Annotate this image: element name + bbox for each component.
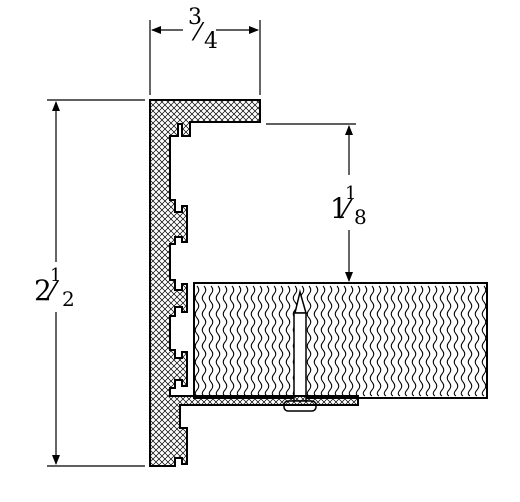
dimension-total-height-numerator: 1 bbox=[50, 265, 61, 286]
wood-grain-line bbox=[257, 285, 263, 397]
trim-profile bbox=[149, 99, 359, 467]
wood-grain-line bbox=[320, 285, 326, 397]
wood-grain-line bbox=[341, 285, 347, 397]
wood-grain-line bbox=[432, 285, 438, 397]
wood-grain-line bbox=[285, 285, 291, 397]
wood-grain-line bbox=[362, 285, 368, 397]
wood-grain-line bbox=[194, 285, 200, 397]
wood-grain-line bbox=[460, 285, 466, 397]
wood-grain-line bbox=[397, 285, 403, 397]
wood-grain-line bbox=[404, 285, 410, 397]
wood-grain-line bbox=[313, 285, 319, 397]
wood-grain-line bbox=[271, 285, 277, 397]
wood-grain-line bbox=[390, 285, 396, 397]
wood-grain-line bbox=[474, 285, 480, 397]
wood-grain-line bbox=[229, 285, 235, 397]
wood-grain-line bbox=[334, 285, 340, 397]
wood-board bbox=[193, 282, 488, 399]
wood-grain-line bbox=[453, 285, 459, 397]
dimension-total-height-whole: 2 bbox=[34, 274, 52, 307]
wood-grain-line bbox=[243, 285, 249, 397]
wood-grain-line bbox=[425, 285, 431, 397]
dimension-top-width-denominator: 4 bbox=[204, 29, 218, 54]
wood-grain-line bbox=[236, 285, 242, 397]
dimension-lip-height-numerator: 1 bbox=[345, 183, 356, 204]
wood-grain-line bbox=[369, 285, 375, 397]
wood-grain-line bbox=[250, 285, 256, 397]
dimension-lip-height-whole: 1 bbox=[330, 192, 348, 225]
wood-grain-line bbox=[439, 285, 445, 397]
wood-grain-line bbox=[201, 285, 207, 397]
dimension-lip-height-denominator: 8 bbox=[354, 205, 367, 229]
wood-grain-line bbox=[222, 285, 228, 397]
wood-grain-line bbox=[411, 285, 417, 397]
wood-grain-line bbox=[215, 285, 221, 397]
wood-grain-line bbox=[418, 285, 424, 397]
dimension-top-width-numerator: 3 bbox=[188, 5, 202, 30]
wood-grain-line bbox=[481, 285, 487, 397]
wood-grain-line bbox=[376, 285, 382, 397]
wood-grain-line bbox=[208, 285, 214, 397]
wood-grain-line bbox=[306, 285, 312, 397]
wood-grain-line bbox=[355, 285, 361, 397]
wood-grain-line bbox=[327, 285, 333, 397]
wood-grain-line bbox=[467, 285, 473, 397]
wood-grain-line bbox=[446, 285, 452, 397]
dimension-total-height: 2 1 ⁄ 2 bbox=[34, 99, 145, 467]
wood-grain-line bbox=[348, 285, 354, 397]
dimension-top-width: 3 ⁄ 4 bbox=[149, 5, 261, 95]
wood-grain-line bbox=[383, 285, 389, 397]
wood-grain-line bbox=[278, 285, 284, 397]
wood-grain-line bbox=[264, 285, 270, 397]
dimension-lip-height: 1 1 ⁄ 8 bbox=[266, 123, 367, 282]
dimension-total-height-denominator: 2 bbox=[62, 287, 75, 311]
